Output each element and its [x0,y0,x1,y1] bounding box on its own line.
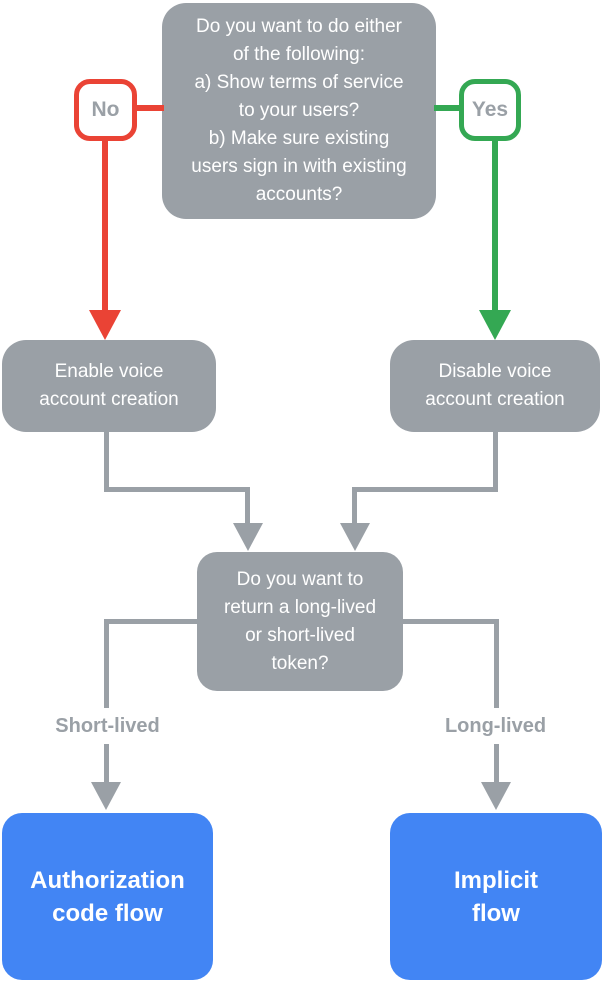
outcome-node-implicit-flow: Implicit flow [390,813,602,980]
action-node-disable-voice-account-creation: Disable voice account creation [390,340,600,432]
short-lived-arrowhead-icon [91,782,121,810]
enable-connector-drop-line [245,487,250,524]
enable-connector-vertical-line [104,432,109,492]
outcome-node-authorization-code-flow: Authorization code flow [2,813,213,980]
enable-connector-horizontal-line [104,487,247,492]
decision-node-token-question: Do you want to return a long-lived or sh… [197,552,403,691]
yes-branch-arrowhead-icon [479,310,511,340]
short-lived-branch-label: Short-lived [23,708,192,744]
decision-node-account-question: Do you want to do either of the followin… [162,3,436,219]
long-lived-branch-label: Long-lived [411,708,580,744]
disable-connector-arrowhead-icon [340,523,370,551]
yes-badge: Yes [459,79,521,141]
long-lived-branch-horizontal-line [403,619,498,624]
no-branch-arrowhead-icon [89,310,121,340]
short-lived-branch-horizontal-line [104,619,199,624]
yes-branch-vertical-line [492,140,498,311]
disable-connector-drop-line [352,487,357,524]
no-branch-vertical-line [102,140,108,311]
short-lived-branch-vertical-line [104,619,109,783]
no-branch-horizontal-line [134,105,164,111]
yes-branch-horizontal-line [434,105,461,111]
long-lived-arrowhead-icon [481,782,511,810]
action-node-enable-voice-account-creation: Enable voice account creation [2,340,216,432]
disable-connector-horizontal-line [355,487,498,492]
no-badge: No [74,79,137,141]
enable-connector-arrowhead-icon [233,523,263,551]
disable-connector-vertical-line [493,432,498,492]
long-lived-branch-vertical-line [494,619,499,783]
